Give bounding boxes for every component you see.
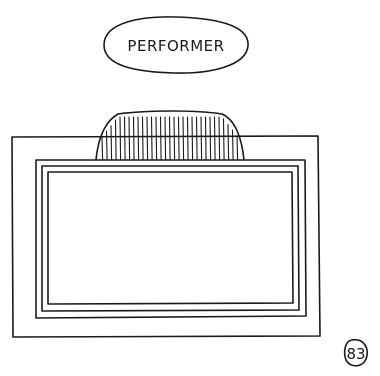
hatch-line xyxy=(156,117,157,160)
performer-head xyxy=(96,111,244,160)
hatch-line xyxy=(111,126,112,160)
hatch-line xyxy=(188,117,189,160)
hatch-line xyxy=(143,117,144,160)
hatch-line xyxy=(107,131,108,160)
hatch-line xyxy=(233,130,234,160)
hatch-line xyxy=(120,117,121,160)
hatch-line xyxy=(147,117,148,160)
hatch-line xyxy=(237,136,238,160)
hatch-line xyxy=(102,137,103,160)
hatch-line xyxy=(183,117,184,160)
hatch-line xyxy=(161,117,162,160)
page-number: 83 xyxy=(345,340,368,366)
stage-frame xyxy=(36,160,306,318)
hatch-line xyxy=(116,120,117,160)
head-hatching xyxy=(102,117,238,160)
hatch-line xyxy=(129,117,130,160)
page-number-text: 83 xyxy=(346,345,365,363)
hatch-line xyxy=(170,117,171,160)
hatch-line xyxy=(224,119,225,160)
hatch-line xyxy=(215,117,216,160)
label-text: PERFORMER xyxy=(127,37,224,55)
hatch-line xyxy=(165,117,166,160)
hatch-line xyxy=(197,117,198,160)
hatch-line xyxy=(152,117,153,160)
hatch-line xyxy=(134,117,135,160)
hatch-line xyxy=(201,117,202,160)
hatch-line xyxy=(174,117,175,160)
hatch-line xyxy=(192,117,193,160)
hatch-line xyxy=(125,117,126,160)
label-bubble: PERFORMER xyxy=(104,17,248,73)
hatch-line xyxy=(206,117,207,160)
hatch-line xyxy=(210,117,211,160)
hatch-line xyxy=(228,125,229,161)
hatch-line xyxy=(179,117,180,160)
hatch-line xyxy=(138,117,139,160)
hatch-line xyxy=(219,117,220,160)
